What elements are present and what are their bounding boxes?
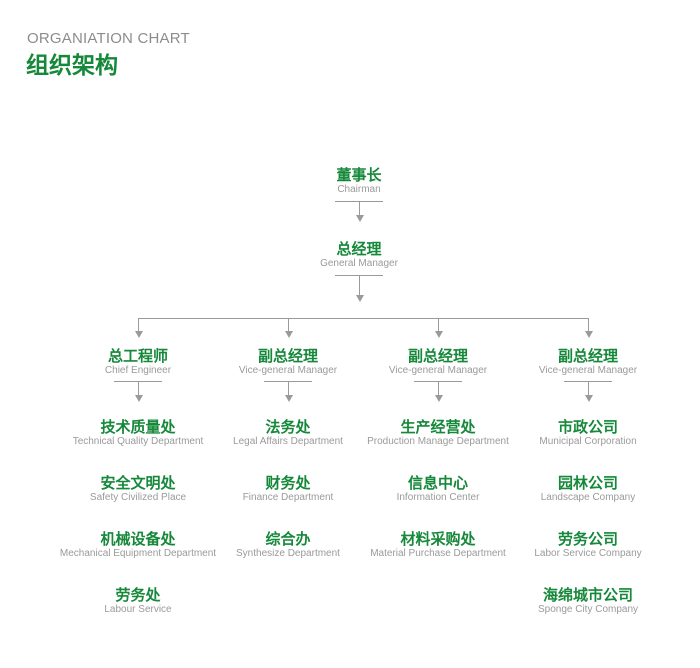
department-node-subtitle: Production Manage Department bbox=[367, 436, 509, 447]
header-title-en: ORGANIATION CHART bbox=[27, 30, 190, 47]
department-node-subtitle: Technical Quality Department bbox=[72, 436, 204, 447]
department-node-subtitle: Safety Civilized Place bbox=[89, 492, 187, 503]
connector-line bbox=[588, 318, 589, 331]
connector-line bbox=[138, 381, 139, 395]
department-node-subtitle: Municipal Corporation bbox=[539, 436, 637, 447]
arrow-down-icon bbox=[134, 395, 143, 402]
department-node-subtitle: Sponge City Company bbox=[537, 604, 639, 615]
arrow-down-icon bbox=[584, 395, 593, 402]
department-node-title: 市政公司 bbox=[557, 418, 618, 436]
column-head-0-subtitle: Chief Engineer bbox=[104, 365, 172, 376]
department-node-title: 劳务处 bbox=[115, 586, 161, 604]
department-node-title: 机械设备处 bbox=[100, 530, 176, 548]
branch-line bbox=[138, 318, 589, 319]
column-head-0-title: 总工程师 bbox=[107, 347, 168, 365]
connector-line bbox=[359, 201, 360, 215]
chairman-node-title: 董事长 bbox=[336, 166, 382, 184]
arrow-down-icon bbox=[355, 295, 364, 302]
connector-line bbox=[288, 318, 289, 331]
department-node-title: 技术质量处 bbox=[100, 418, 176, 436]
department-node-title: 综合办 bbox=[265, 530, 311, 548]
connector-line bbox=[438, 381, 439, 395]
connector-line bbox=[438, 318, 439, 331]
general-manager-node-title: 总经理 bbox=[336, 240, 382, 258]
arrow-down-icon bbox=[434, 331, 443, 338]
department-node-title: 劳务公司 bbox=[557, 530, 618, 548]
department-node-title: 生产经营处 bbox=[400, 418, 476, 436]
arrow-down-icon bbox=[134, 331, 143, 338]
department-node-subtitle: Material Purchase Department bbox=[370, 548, 506, 559]
department-node-title: 材料采购处 bbox=[400, 530, 476, 548]
general-manager-node-subtitle: General Manager bbox=[320, 258, 398, 269]
department-node-subtitle: Legal Affairs Department bbox=[233, 436, 343, 447]
department-node-subtitle: Mechanical Equipment Department bbox=[59, 548, 217, 559]
department-node-title: 海绵城市公司 bbox=[542, 586, 633, 604]
arrow-down-icon bbox=[355, 215, 364, 222]
column-head-2-subtitle: Vice-general Manager bbox=[388, 365, 488, 376]
connector-line bbox=[288, 381, 289, 395]
connector-line bbox=[138, 318, 139, 331]
column-head-1-title: 副总经理 bbox=[257, 347, 318, 365]
chairman-node-subtitle: Chairman bbox=[337, 184, 381, 195]
column-head-1-subtitle: Vice-general Manager bbox=[238, 365, 338, 376]
department-node-title: 财务处 bbox=[265, 474, 311, 492]
connector-line bbox=[588, 381, 589, 395]
department-node-title: 法务处 bbox=[265, 418, 311, 436]
department-node-subtitle: Finance Department bbox=[242, 492, 334, 503]
department-node-title: 信息中心 bbox=[407, 474, 468, 492]
column-head-3-title: 副总经理 bbox=[557, 347, 618, 365]
department-node-subtitle: Labor Service Company bbox=[534, 548, 642, 559]
department-node-title: 安全文明处 bbox=[100, 474, 176, 492]
arrow-down-icon bbox=[284, 331, 293, 338]
arrow-down-icon bbox=[584, 331, 593, 338]
arrow-down-icon bbox=[284, 395, 293, 402]
department-node-subtitle: Information Center bbox=[396, 492, 480, 503]
department-node-subtitle: Labour Service bbox=[104, 604, 172, 615]
column-head-3-subtitle: Vice-general Manager bbox=[538, 365, 638, 376]
arrow-down-icon bbox=[434, 395, 443, 402]
column-head-2-title: 副总经理 bbox=[407, 347, 468, 365]
department-node-subtitle: Landscape Company bbox=[540, 492, 636, 503]
department-node-title: 园林公司 bbox=[557, 474, 618, 492]
header-title-cn: 组织架构 bbox=[26, 53, 118, 79]
department-node-subtitle: Synthesize Department bbox=[236, 548, 340, 559]
connector-line bbox=[359, 275, 360, 295]
